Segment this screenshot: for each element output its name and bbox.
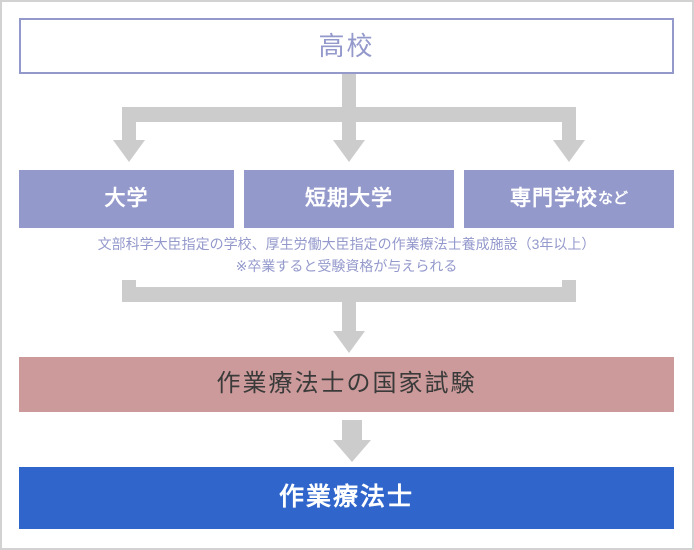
caption-line-2: ※卒業すると受験資格が与えられる [235, 257, 458, 274]
caption-line-1: 文部科学大臣指定の学校、厚生労働大臣指定の作業療法士養成施設（3年以上） [97, 236, 596, 252]
node-university: 大学 [19, 170, 234, 228]
connector-stem-merge [342, 287, 356, 333]
connector-stem-top [342, 74, 356, 108]
connector-stem-bottom [342, 420, 362, 442]
node-occupational-therapist-label: 作業療法士 [278, 483, 414, 512]
arrowhead-down-merge-icon [333, 331, 365, 353]
connector-drop-right [562, 107, 576, 141]
connector-drop-center [342, 107, 356, 141]
node-vocational-school: 専門学校など [464, 170, 674, 228]
node-high-school: 高校 [19, 18, 674, 74]
arrowhead-down-right-icon [553, 140, 585, 162]
node-occupational-therapist: 作業療法士 [19, 467, 674, 529]
node-national-exam-label: 作業療法士の国家試験 [216, 370, 477, 398]
node-national-exam: 作業療法士の国家試験 [19, 357, 674, 412]
connector-drop-left [122, 107, 136, 141]
arrowhead-down-left-icon [113, 140, 145, 162]
arrowhead-down-center-icon [333, 140, 365, 162]
node-vocational-school-label: 専門学校 [509, 187, 598, 211]
arrowhead-down-bottom-icon [333, 440, 371, 462]
node-vocational-school-suffix: など [597, 189, 628, 207]
node-university-label: 大学 [104, 187, 149, 211]
node-junior-college-label: 短期大学 [305, 187, 393, 211]
node-high-school-label: 高校 [318, 30, 375, 61]
caption-block: 文部科学大臣指定の学校、厚生労働大臣指定の作業療法士養成施設（3年以上） ※卒業… [19, 234, 674, 277]
node-junior-college: 短期大学 [244, 170, 454, 228]
